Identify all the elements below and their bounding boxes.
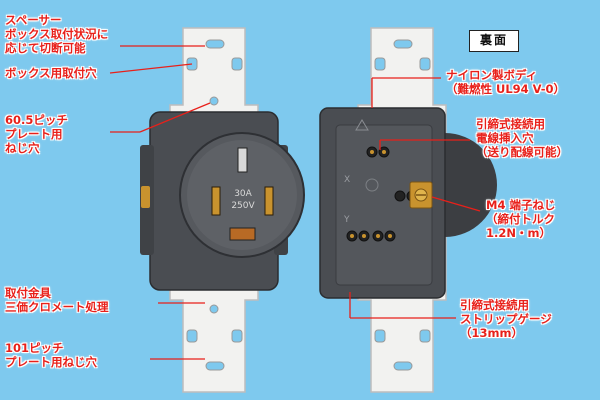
label-bracket: 取付金具 三価クロメート処理 — [5, 286, 109, 315]
leader-lines — [109, 45, 481, 360]
front-outlet: 30A 250V — [140, 27, 305, 393]
label-spacer: スペーサー ボックス取付状況に 応じて切断可能 — [5, 13, 109, 56]
rear-side-tag: 裏面 — [469, 30, 519, 52]
label-wire-insert-hole: 引締式接続用 電線挿入穴 （送り配線可能） — [476, 117, 568, 160]
face-rating-volts: 250V — [231, 201, 255, 211]
label-strip-gauge: 引締式接続用 ストリップゲージ （13mm） — [460, 298, 552, 341]
rear-outlet: X Y — [319, 27, 497, 393]
label-terminal-screw: M4 端子ねじ （締付トルク 1.2N・m） — [486, 198, 556, 241]
label-pitch-605: 60.5ピッチ プレート用 ねじ穴 — [5, 113, 68, 156]
svg-text:X: X — [344, 175, 350, 185]
face-rating-amps: 30A — [234, 189, 252, 199]
label-nylon-body: ナイロン製ボディ （難燃性 UL94 V-0） — [446, 68, 566, 97]
label-pitch-101: 101ピッチ プレート用ねじ穴 — [5, 341, 97, 370]
label-box-mount-hole: ボックス用取付穴 — [5, 66, 97, 80]
svg-text:Y: Y — [343, 215, 350, 225]
